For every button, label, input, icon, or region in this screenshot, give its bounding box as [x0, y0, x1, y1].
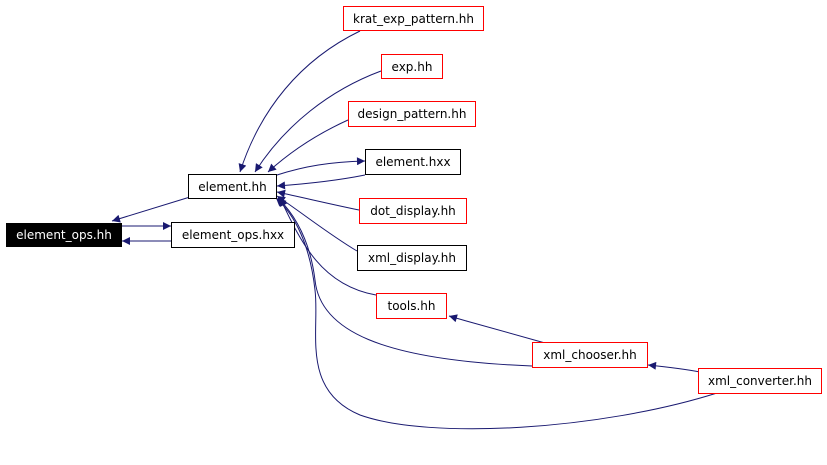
edge-element-hxx-to-element-hh	[276, 174, 366, 190]
node-label: dot_display.hh	[370, 204, 456, 218]
node-design-pattern-hh[interactable]: design_pattern.hh	[348, 101, 476, 127]
node-element-ops-hxx[interactable]: element_ops.hxx	[171, 222, 295, 248]
node-label: xml_chooser.hh	[543, 348, 637, 362]
node-element-hh[interactable]: element.hh	[188, 174, 277, 199]
node-element-hxx[interactable]: element.hxx	[365, 149, 461, 175]
node-label: krat_exp_pattern.hh	[353, 11, 474, 26]
edge-element-hh-to-element-hxx	[276, 157, 366, 176]
edge-dot-display-hh-to-element-hh	[276, 189, 360, 211]
node-element-ops-hh[interactable]: element_ops.hh	[6, 223, 122, 247]
edge-xml-chooser-hh-to-element-hh	[277, 197, 533, 367]
node-label: element_ops.hxx	[181, 228, 285, 242]
node-krat-exp-pattern-hh[interactable]: krat_exp_pattern.hh	[343, 6, 484, 31]
edge-tools-hh-to-element-hh	[279, 197, 377, 296]
node-tools-hh[interactable]: tools.hh	[376, 293, 447, 319]
edge-krat-exp-pattern-hh-to-element-hh	[238, 30, 361, 173]
edge-exp-hh-to-element-hh	[254, 70, 382, 173]
node-label: element.hxx	[375, 155, 451, 169]
node-dot-display-hh[interactable]: dot_display.hh	[359, 198, 467, 224]
node-label: element_ops.hh	[16, 228, 112, 242]
edge-xml-chooser-hh-to-tools-hh	[448, 314, 546, 344]
node-label: exp.hh	[391, 59, 433, 74]
node-xml-converter-hh[interactable]: xml_converter.hh	[698, 368, 822, 394]
node-exp-hh[interactable]: exp.hh	[381, 54, 443, 79]
node-label: xml_converter.hh	[707, 374, 813, 388]
edge-xml-converter-hh-to-xml-chooser-hh	[647, 361, 701, 373]
edge-xml-converter-hh-to-element-hh	[275, 197, 718, 430]
node-xml-chooser-hh[interactable]: xml_chooser.hh	[532, 342, 648, 368]
edge-design-pattern-hh-to-element-hh	[267, 119, 349, 173]
edge-element-hh-to-element-ops-hh	[111, 196, 191, 223]
node-label: xml_display.hh	[367, 251, 457, 265]
node-label: tools.hh	[387, 299, 436, 313]
node-xml-display-hh[interactable]: xml_display.hh	[357, 245, 467, 271]
node-label: design_pattern.hh	[357, 107, 467, 121]
node-label: element.hh	[198, 179, 267, 194]
